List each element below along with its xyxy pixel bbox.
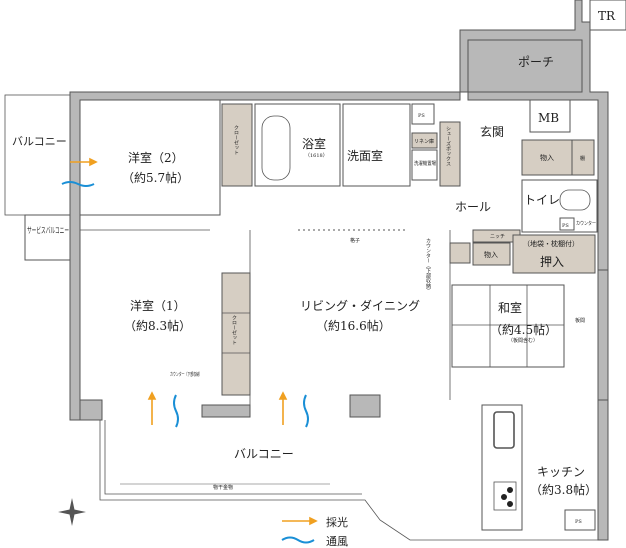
mb-box [529,99,571,133]
entrance-label: 玄関 [480,124,504,139]
ps-1 [411,103,435,125]
lattice-label: 格子 [350,237,360,244]
bathroom [254,103,341,187]
bottom-balcony-label: バルコニー [234,447,294,461]
niche-label: ニッチ [490,234,505,240]
closet-label: クローゼット [233,125,239,155]
counter-lower-storage[interactable] [449,242,471,264]
ps-label: PS [418,113,425,119]
compass-icon [58,498,86,526]
oshiire[interactable] [512,234,596,274]
oshiire-note: （地袋・枕棚付） [523,239,579,248]
washitsu-size: （約4.5帖） [490,322,557,337]
shelf-label: 棚 [580,155,585,162]
light-arrows [70,157,288,425]
closet-room-1[interactable] [221,272,251,396]
toilet-icon [559,189,591,211]
washer-label: 洗濯機置場 [414,160,436,167]
toilet-label: トイレ [524,193,560,207]
service-balcony [24,214,71,261]
wind-marks [61,181,309,428]
left-balcony [4,94,71,216]
tr-label: TR [598,9,616,23]
left-balcony-label: バルコニー [12,135,67,148]
room-1-label: 洋室（1） [130,298,186,313]
room-2-label: 洋室（2） [128,150,184,165]
toilet-counter-label: カウンター [576,220,596,227]
room-1-size: （約8.3帖） [124,318,191,333]
ps-2 [559,217,575,231]
bathtub-icon [261,115,291,181]
bath-label: 浴室 [302,136,326,151]
washroom-label: 洗面室 [347,148,383,163]
ps-3-label: PS [575,519,582,525]
hall-label: ホール [455,200,491,214]
shoebox-label: シューズボックス [445,126,451,166]
legend-wind-label: 通風 [326,535,348,548]
sink-icon [493,411,515,449]
washitsu [451,284,565,368]
room-1-counter-label: カウンター（下部収納） [170,371,202,378]
ps-3 [564,509,596,531]
legend-wind-icon [281,536,315,544]
oshiire-label: 押入 [540,255,564,269]
shoebox[interactable] [439,121,461,187]
legend [281,516,318,544]
service-balcony-label: サービスバルコニー [27,226,69,235]
storage-entrance-label: 物入 [540,153,554,162]
closet-room-1-label: クローゼット [231,315,237,345]
linen-storage[interactable] [411,132,438,149]
living-size: （約16.6帖） [316,318,391,333]
ps-2-label: PS [562,223,569,229]
storage-hall-label: 物入 [484,250,498,259]
washroom [342,103,411,187]
living-label: リビング・ダイニング [300,298,420,313]
itama-label: 板間 [575,317,585,324]
drying-hardware-label: 物干金物 [213,484,233,491]
kitchen-counter [481,404,523,531]
linen-label: リネン庫 [414,138,434,145]
storage-hall[interactable] [472,242,511,266]
shelf[interactable] [571,139,595,176]
room-2-size: （約5.7帖） [122,170,189,185]
mb-label: MB [538,111,559,125]
closet-room-2[interactable] [221,103,253,187]
washer-space [411,149,438,181]
porch-label: ポーチ [518,55,554,69]
bath-size: （1618） [305,153,328,159]
legend-light-label: 採光 [326,515,348,529]
kitchen-size: （約3.8帖） [530,482,597,497]
counter-lower-label: カウンター（下部収納） [425,238,431,293]
washitsu-note: （板間含む） [508,337,538,344]
tr-box [589,0,626,31]
bottom-balcony [99,420,600,541]
washitsu-label: 和室 [498,300,522,315]
stove-icon [493,481,517,511]
room-2 [79,99,221,216]
kitchen-label: キッチン [537,465,585,479]
